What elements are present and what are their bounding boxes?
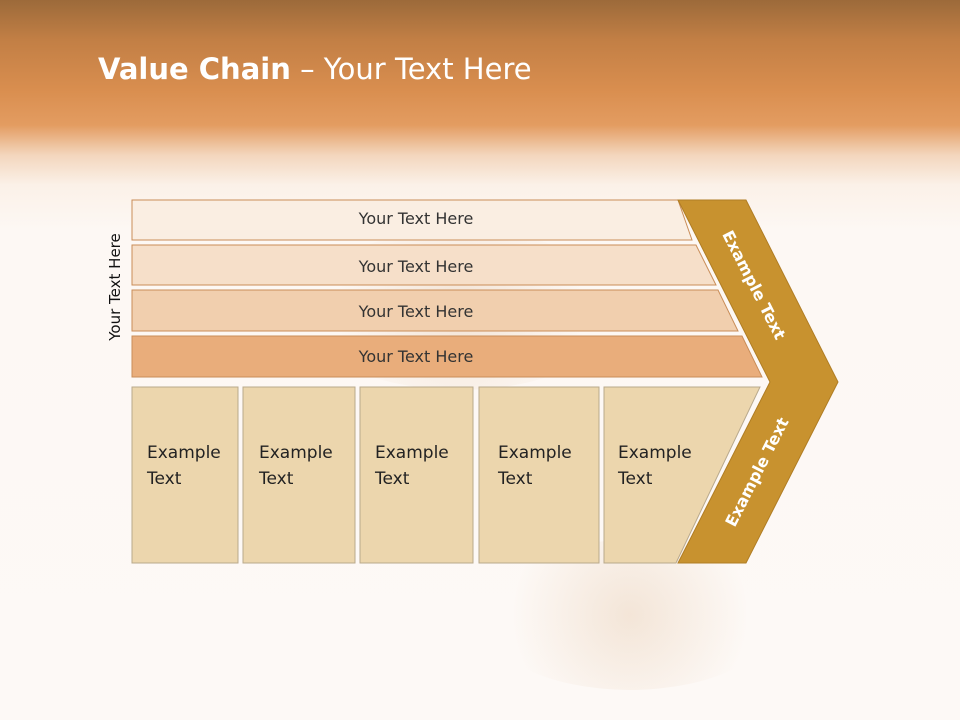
support-band-3 [131,289,739,332]
activity-label-line2: Text [618,469,653,489]
background-decoration-bottom [480,540,780,690]
activity-label-line1: Example [498,443,572,463]
support-band-1-label: Your Text Here [358,209,474,228]
support-band-4 [131,335,763,378]
support-band-4-label: Your Text Here [358,347,474,366]
activity-label-line1: Example [375,443,449,463]
activity-label-line1: Example [618,443,692,463]
activity-label-line2: Text [259,469,294,489]
support-band-3-label: Your Text Here [358,302,474,321]
support-band-2-label: Your Text Here [358,257,474,276]
activity-column-4 [478,386,600,564]
activity-label-line2: Text [498,469,533,489]
activity-column-1 [131,386,239,564]
title-rest: – Your Text Here [290,52,532,86]
activity-column-5 [603,386,761,564]
slide-title: Value Chain – Your Text Here [98,52,532,86]
support-band-1 [131,199,693,241]
activity-column-3 [359,386,474,564]
activity-label-line2: Text [147,469,182,489]
title-bold: Value Chain [98,52,291,86]
activity-label-line1: Example [259,443,333,463]
activity-label-line2: Text [375,469,410,489]
activity-label-line1: Example [147,443,221,463]
margin-chevron [677,199,839,564]
activity-column-2 [242,386,356,564]
support-band-2 [131,244,717,286]
